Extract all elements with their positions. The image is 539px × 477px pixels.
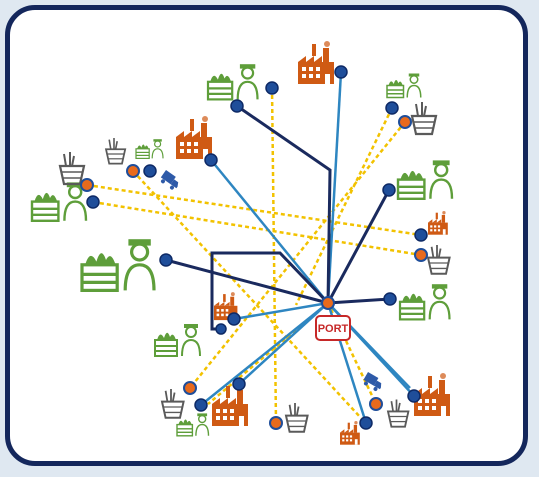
farmer-with-crate-icon: [396, 159, 454, 201]
market-basket-icon: [105, 137, 127, 165]
market-basket-icon: [427, 244, 451, 275]
port-hub-node: [321, 296, 335, 310]
farmer-with-crate-icon: [176, 412, 210, 437]
farmer-with-crate-icon: [398, 283, 451, 321]
factory-icon: [176, 116, 212, 159]
port-label: PORT: [318, 323, 349, 335]
blue-nodes: [86, 65, 428, 430]
market-basket-icon: [285, 402, 309, 433]
market-basket-icon: [161, 388, 185, 419]
farmer-with-crate-icon: [206, 63, 259, 101]
light-blue-links: [200, 71, 415, 424]
delivery-truck-icon: [158, 170, 182, 192]
market-basket-icon: [387, 398, 410, 428]
navy-links: [165, 104, 391, 331]
farmer-with-crate-icon: [154, 323, 201, 357]
farmer-with-crate-icon: [135, 138, 164, 159]
farmer-with-crate-icon: [80, 237, 156, 292]
factory-icon: [428, 211, 448, 235]
farmer-with-crate-icon: [30, 181, 88, 223]
port-label-box: PORT: [315, 315, 351, 341]
factory-icon: [298, 41, 334, 84]
delivery-truck-icon: [361, 372, 385, 393]
market-basket-icon: [410, 100, 438, 136]
orange-nodes: [80, 115, 428, 430]
market-basket-icon: [58, 150, 86, 186]
factory-icon: [340, 421, 360, 445]
yellow-dashed-links: [86, 87, 422, 424]
farmer-with-crate-icon: [386, 72, 422, 99]
